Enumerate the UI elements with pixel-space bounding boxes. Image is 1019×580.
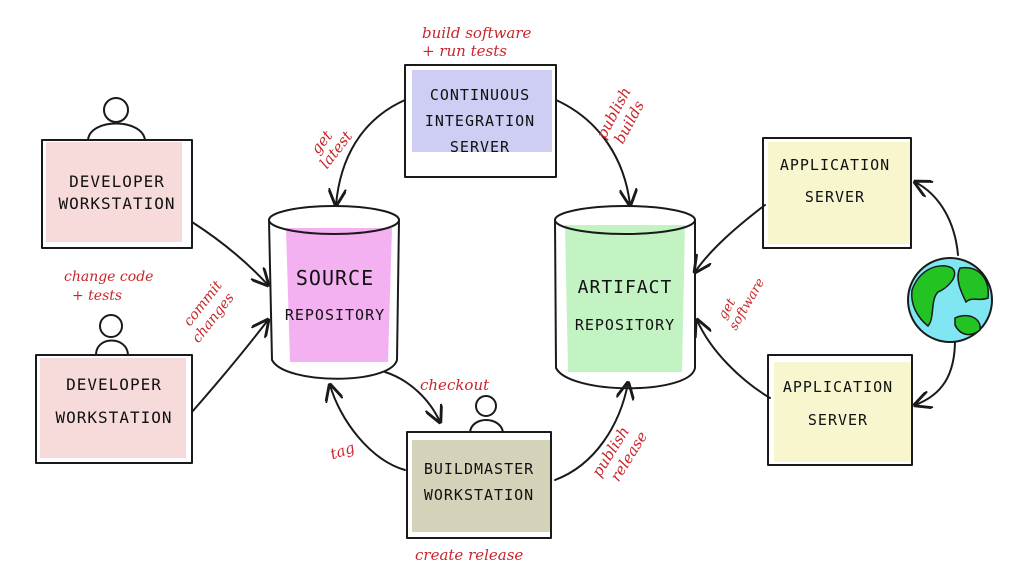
app1-label-line1: APPLICATION <box>780 156 890 174</box>
artifact-repository: ARTIFACT REPOSITORY <box>554 205 696 390</box>
arrow-build-to-source <box>330 385 406 471</box>
arrow-globe-to-app2 <box>915 339 956 405</box>
person-body-icon <box>87 122 146 141</box>
person-body-icon <box>469 419 504 433</box>
note-create-release: create release <box>415 546 523 564</box>
source-label-line2: REPOSITORY <box>285 306 385 324</box>
arrow-dev2-to-source <box>191 320 268 413</box>
globe-icon <box>907 257 993 343</box>
app1-label-line2: SERVER <box>805 188 865 206</box>
ci-server: CONTINUOUS INTEGRATION SERVER <box>404 64 557 178</box>
ci-label-line2: INTEGRATION <box>425 112 535 130</box>
app2-label-line2: SERVER <box>808 411 868 429</box>
note-change-code: change code <box>64 269 153 285</box>
arrow-globe-to-app1 <box>915 182 959 256</box>
arrow-source-to-build <box>384 371 440 422</box>
note-run-tests: + run tests <box>422 42 507 60</box>
artifact-label-line1: ARTIFACT <box>578 277 673 298</box>
dev1-label-line2: WORKSTATION <box>59 194 176 213</box>
note-build-software: build software <box>422 24 531 42</box>
arrow-dev1-to-source <box>191 221 268 285</box>
ci-label-line1: CONTINUOUS <box>430 86 530 104</box>
app2-label-line1: APPLICATION <box>783 378 893 396</box>
arrow-app2-to-artifact <box>697 320 771 399</box>
dev2-label-line1: DEVELOPER <box>66 375 162 394</box>
build-label-line1: BUILDMASTER <box>424 460 534 478</box>
arrow-ci-to-source <box>336 99 406 205</box>
person-head-icon <box>475 395 497 417</box>
person-head-icon <box>103 97 129 123</box>
dev2-label-line2: WORKSTATION <box>56 408 173 427</box>
dev1-label-line1: DEVELOPER <box>69 172 165 191</box>
note-checkout: checkout <box>420 376 490 394</box>
developer-workstation-2: DEVELOPER WORKSTATION <box>35 314 193 464</box>
artifact-label-line2: REPOSITORY <box>575 316 675 334</box>
arrow-build-to-artifact <box>554 383 628 481</box>
build-label-line2: WORKSTATION <box>424 486 534 504</box>
person-head-icon <box>99 314 123 338</box>
note-tag: tag <box>328 438 357 463</box>
ci-label-line3: SERVER <box>450 138 510 156</box>
annotations: build software + run tests get latest pu… <box>64 24 768 564</box>
note-plus-tests: + tests <box>72 288 122 304</box>
buildmaster-workstation: BUILDMASTER WORKSTATION <box>406 395 552 539</box>
source-label-line1: SOURCE <box>296 266 374 290</box>
developer-workstation-1: DEVELOPER WORKSTATION <box>41 97 193 249</box>
person-body-icon <box>95 339 129 355</box>
source-repository: SOURCE REPOSITORY <box>268 205 400 380</box>
arrow-app1-to-artifact <box>695 204 766 272</box>
application-server-2: APPLICATION SERVER <box>767 354 913 466</box>
arrow-ci-to-artifact <box>555 99 630 205</box>
connectors <box>191 99 959 481</box>
application-server-1: APPLICATION SERVER <box>762 137 912 249</box>
